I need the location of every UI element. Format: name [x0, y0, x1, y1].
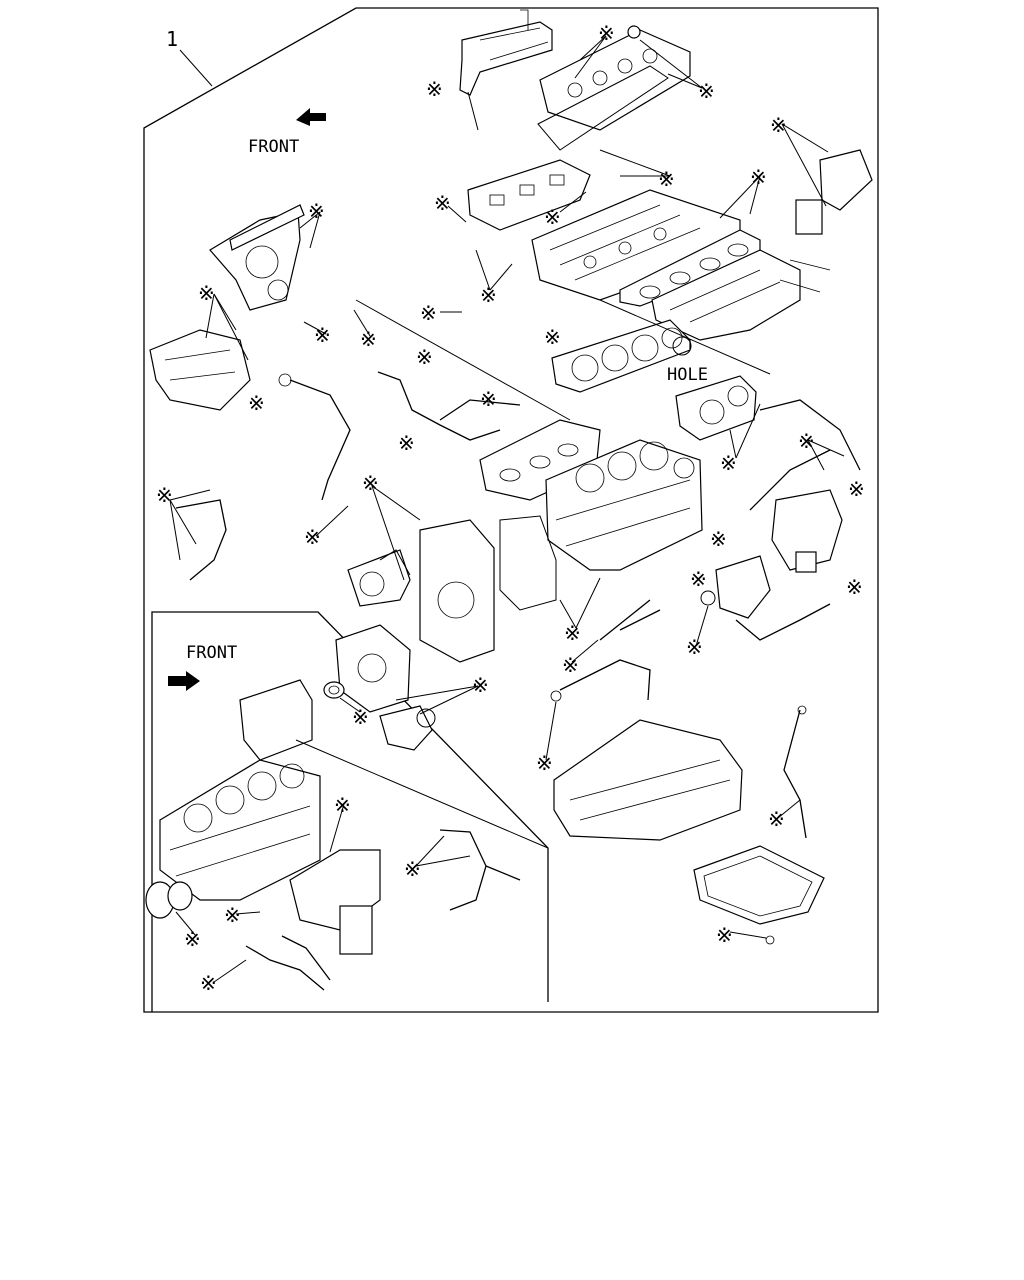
front-arrow-inset	[168, 671, 200, 691]
svg-text:※: ※	[598, 21, 615, 45]
svg-text:※: ※	[686, 635, 703, 659]
svg-text:※: ※	[480, 387, 497, 411]
svg-text:※: ※	[472, 673, 489, 697]
exhaust-manifold-gasket	[619, 229, 761, 307]
svg-text:※: ※	[544, 325, 561, 349]
intake-manifold-gasket-left	[467, 159, 591, 231]
svg-text:※: ※	[720, 451, 737, 475]
svg-text:※: ※	[750, 165, 767, 189]
svg-text:※: ※	[156, 483, 173, 507]
lower-crankcase	[553, 719, 743, 841]
svg-text:※: ※	[398, 431, 415, 455]
exhaust-manifold-left	[149, 329, 251, 411]
svg-text:※: ※	[360, 327, 377, 351]
inset-cylinder-block	[159, 759, 321, 901]
inset-oil-cooler	[289, 849, 381, 955]
hole-label: HOLE	[667, 365, 708, 385]
head-gasket	[551, 319, 692, 393]
svg-text:※: ※	[690, 567, 707, 591]
svg-text:※: ※	[562, 653, 579, 677]
inset-cylinder-head	[239, 679, 313, 761]
turbocharger	[209, 204, 305, 311]
svg-text:※: ※	[200, 971, 217, 995]
front-arrow-main	[296, 108, 326, 126]
svg-text:※: ※	[716, 923, 733, 947]
fuel-pump	[700, 555, 771, 619]
svg-text:※: ※	[564, 621, 581, 645]
egr-cooler-pipe	[175, 499, 227, 581]
svg-text:※: ※	[420, 301, 437, 325]
svg-text:※: ※	[352, 705, 369, 729]
svg-text:※: ※	[846, 575, 863, 599]
oil-feed-pipe	[278, 373, 351, 501]
svg-text:※: ※	[480, 283, 497, 307]
svg-text:※: ※	[198, 281, 215, 305]
svg-text:※: ※	[770, 113, 787, 137]
exhaust-manifold-top	[459, 9, 553, 96]
svg-text:※: ※	[698, 79, 715, 103]
timing-cover-gasket	[499, 515, 557, 611]
cylinder-block	[545, 439, 703, 571]
svg-text:※: ※	[848, 477, 865, 501]
item-leader	[179, 49, 213, 87]
svg-text:※: ※	[416, 345, 433, 369]
svg-text:※: ※	[426, 77, 443, 101]
injector-pipe-set	[377, 371, 521, 441]
inset-oil-pipe	[245, 935, 331, 991]
svg-text:※: ※	[434, 191, 451, 215]
svg-text:※: ※	[658, 167, 675, 191]
svg-text:※: ※	[308, 199, 325, 223]
oil-level-gauge-tube	[550, 659, 651, 702]
water-pump	[347, 549, 411, 607]
dipstick	[783, 705, 807, 839]
oil-cooler	[771, 489, 843, 573]
svg-text:※: ※	[362, 471, 379, 495]
svg-text:※: ※	[248, 391, 265, 415]
oil-pan	[693, 845, 825, 945]
svg-text:※: ※	[224, 903, 241, 927]
svg-text:※: ※	[536, 751, 553, 775]
pcv-pipe	[599, 599, 661, 641]
svg-text:※: ※	[710, 527, 727, 551]
item-number: 1	[166, 27, 178, 51]
front-label-inset: FRONT	[186, 643, 237, 663]
inset-rear-seal	[145, 881, 193, 919]
svg-text:※: ※	[798, 429, 815, 453]
diagram-frame	[143, 7, 879, 1013]
timing-case	[335, 624, 411, 713]
svg-text:※: ※	[184, 927, 201, 951]
inset-water-pipe	[439, 829, 521, 911]
inset-frame	[151, 611, 549, 1012]
oil-pump	[379, 705, 436, 751]
front-cover-plate	[419, 519, 495, 663]
valve-cover	[539, 25, 691, 131]
svg-text:※: ※	[314, 323, 331, 347]
svg-text:※: ※	[304, 525, 321, 549]
egr-valve	[779, 149, 873, 293]
svg-text:※: ※	[768, 807, 785, 831]
svg-text:※: ※	[404, 857, 421, 881]
timing-gasket-right	[675, 375, 757, 441]
leader-lines	[169, 35, 845, 983]
valve-cover-gasket	[537, 65, 669, 151]
front-label-main: FRONT	[248, 137, 299, 157]
svg-text:※: ※	[544, 205, 561, 229]
oil-seal	[323, 681, 345, 699]
svg-text:※: ※	[334, 793, 351, 817]
asterisk-markers: ※ ※ ※ ※ ※ ※ ※ ※ ※ ※ ※ ※ ※ ※ ※ ※ ※ ※ ※ ※ …	[156, 21, 865, 995]
